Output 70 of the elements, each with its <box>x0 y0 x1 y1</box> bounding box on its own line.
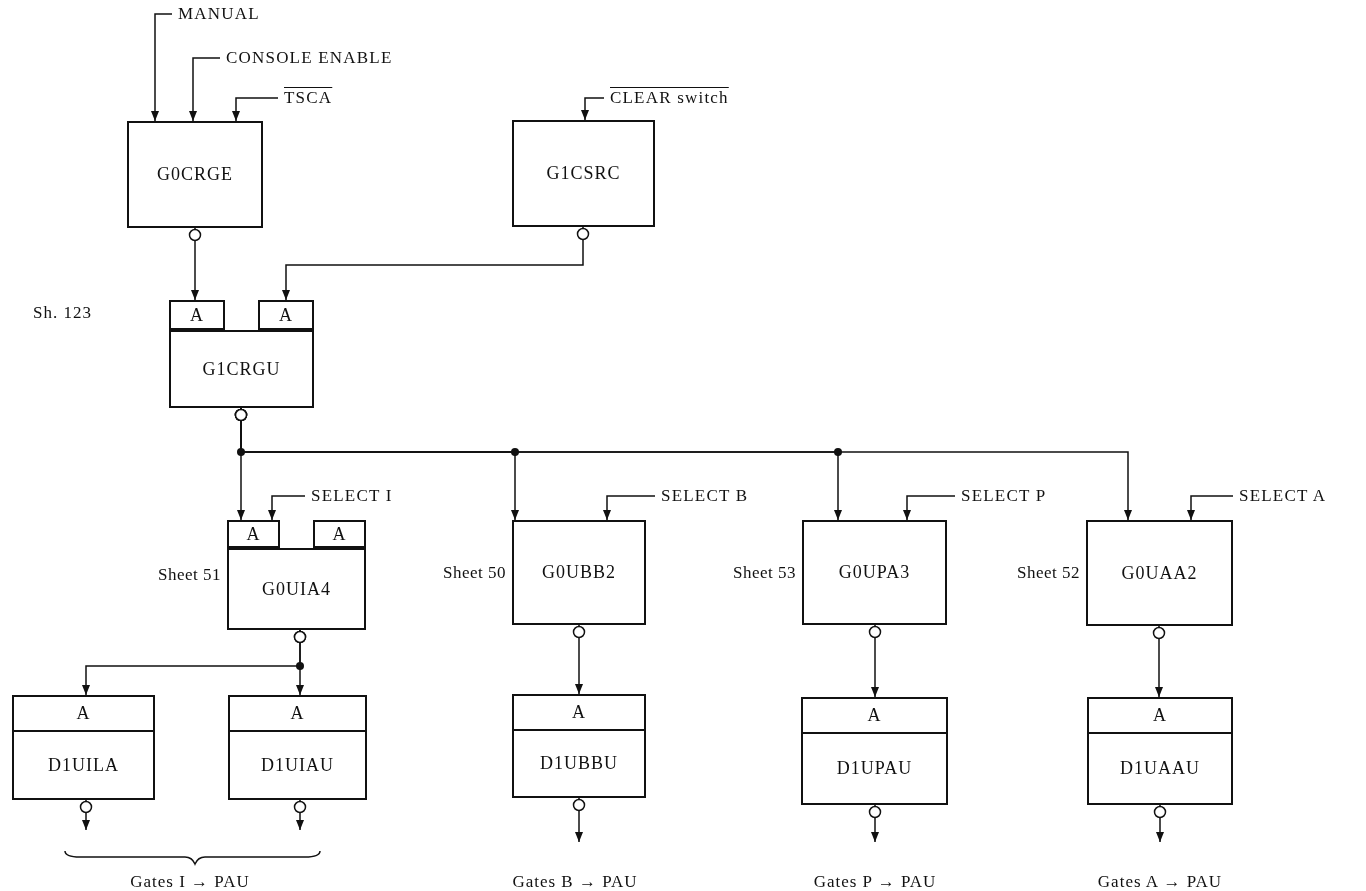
logic-block <box>127 121 263 228</box>
input-tab: A <box>169 300 225 330</box>
input-tab: A <box>258 300 314 330</box>
arrow <box>293 629 307 696</box>
signal-label: SELECT I <box>305 486 393 506</box>
block-label: D1UILA <box>48 754 119 776</box>
arrow <box>572 797 586 843</box>
arrow <box>603 495 656 521</box>
block-label: G0UAA2 <box>1121 562 1198 584</box>
note-label: Gates I → PAU <box>129 872 251 891</box>
logic-block <box>227 520 366 630</box>
block-label: G1CSRC <box>546 163 621 184</box>
arrow <box>232 97 279 122</box>
logic-block <box>169 300 314 408</box>
sheet-reference: Sheet 53 <box>731 562 796 583</box>
arrow <box>1153 804 1167 843</box>
signal-label: SELECT A <box>1233 486 1327 506</box>
signal-label: SELECT P <box>955 486 1047 506</box>
arrow <box>268 495 306 521</box>
block-label: D1UBBU <box>540 753 618 774</box>
signal-label: MANUAL <box>172 4 260 24</box>
logic-block <box>512 520 646 625</box>
block-label: G1CRGU <box>202 358 281 380</box>
note-label: Gates B → PAU <box>511 872 639 891</box>
arrow <box>868 804 882 843</box>
arrow <box>1152 625 1166 698</box>
input-tab: A <box>803 699 946 734</box>
arrow <box>293 799 307 831</box>
arrow <box>188 227 202 301</box>
arrow <box>151 13 173 122</box>
sheet-reference: Sheet 50 <box>441 562 506 583</box>
input-tab: A <box>227 520 280 548</box>
arrow <box>1187 495 1234 521</box>
logic-block <box>1087 697 1233 805</box>
note-label: Gates A → PAU <box>1096 872 1224 891</box>
logic-block <box>801 697 948 805</box>
sheet-reference: Sheet 51 <box>156 565 221 586</box>
arrow <box>234 407 1132 521</box>
logic-block <box>228 695 367 800</box>
signal-label: CONSOLE ENABLE <box>220 48 393 68</box>
input-tab: A <box>230 697 365 732</box>
arrow <box>79 799 93 831</box>
arrow <box>189 57 221 122</box>
arrow <box>868 624 882 698</box>
logic-block <box>12 695 155 800</box>
input-tab: A <box>1089 699 1231 734</box>
note-label: Gates P → PAU <box>812 872 938 891</box>
block-label: D1UPAU <box>836 758 913 779</box>
block-label: G0UIA4 <box>262 578 331 600</box>
note-label: Sh. 123 <box>33 303 93 323</box>
arrow <box>581 97 605 121</box>
logic-block <box>512 694 646 798</box>
signal-label: SELECT B <box>655 486 749 506</box>
logic-block <box>512 120 655 227</box>
input-tab: A <box>14 697 153 732</box>
block-label: G0CRGE <box>157 164 233 185</box>
block-label: D1UAAU <box>1120 758 1200 779</box>
logic-block <box>802 520 947 625</box>
arrow <box>903 495 956 521</box>
block-label: G0UBB2 <box>542 562 616 583</box>
block-label: G0UPA3 <box>838 562 911 583</box>
input-tab: A <box>313 520 366 548</box>
signal-label: CLEAR switch <box>604 88 729 108</box>
arrow <box>282 226 590 301</box>
arrow <box>572 624 586 695</box>
input-tab: A <box>514 696 644 731</box>
block-label: D1UIAU <box>261 754 334 776</box>
signal-label: TSCA <box>278 88 333 108</box>
sheet-reference: Sheet 52 <box>1015 563 1080 584</box>
logic-block <box>1086 520 1233 626</box>
